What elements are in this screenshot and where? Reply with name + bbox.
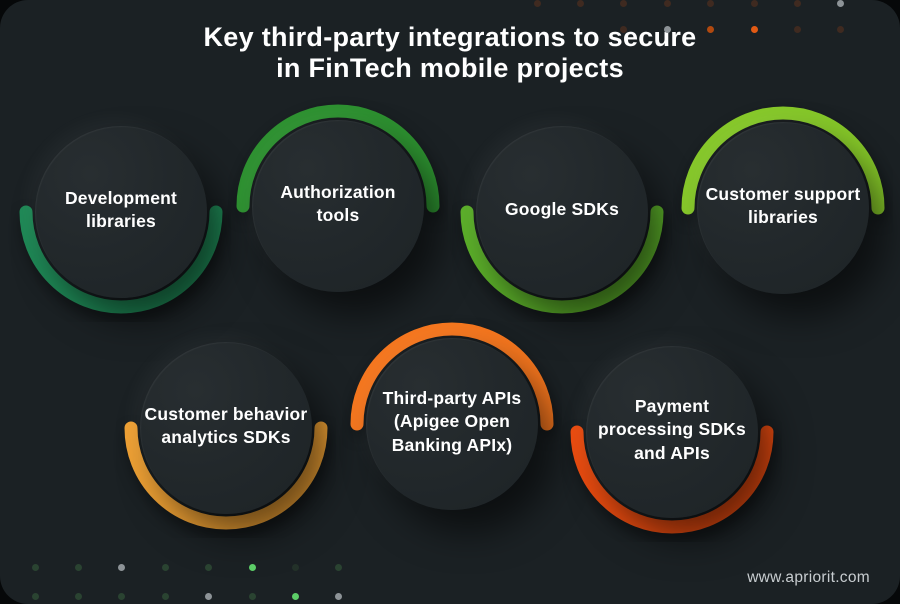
bubble-label-line: (Apigee Open [393, 411, 511, 432]
bubble-label-line: Authorization [280, 181, 396, 202]
bubble-label-line: analytics SDKs [161, 427, 291, 447]
bubble-label-line: libraries [86, 211, 156, 231]
bubble-label-line: Payment [634, 395, 710, 416]
integration-bubble-customer-behavior-analytics-sdks: Customer behavior analytics SDKs [116, 318, 336, 538]
decor-dot [750, 26, 758, 33]
decor-dot [118, 592, 126, 600]
decor-dot [205, 563, 213, 571]
bubble-circle [476, 126, 648, 298]
bubble-circle [366, 338, 538, 510]
bubble-label-line: Customer behavior [144, 403, 308, 424]
decor-dot [663, 0, 671, 7]
decor-dot [31, 563, 39, 571]
bubble-label-line: Development [64, 187, 178, 208]
decor-dot [31, 592, 39, 600]
decor-dot [707, 0, 715, 7]
integration-bubble-authorization-tools: Authorization tools [228, 96, 448, 316]
arc-ring-icon [19, 205, 223, 314]
bubble-label-line: processing SDKs [598, 419, 746, 440]
bubble-label-line: Banking APIx) [391, 434, 513, 455]
bubble-label-line: tools [316, 205, 360, 225]
decor-dot [837, 0, 845, 7]
arc-ring-icon [681, 106, 885, 215]
bubble-circle [697, 122, 869, 294]
page-title-line2: in FinTech mobile projects [276, 53, 624, 83]
bubble-circle [35, 126, 207, 298]
decor-dot [248, 592, 256, 600]
decor-dot [793, 0, 801, 7]
decor-dot [161, 563, 169, 571]
decor-dot [620, 0, 628, 7]
decor-dot [335, 592, 343, 600]
decor-dot [620, 26, 628, 33]
decor-dot [291, 592, 299, 600]
decor-dot [74, 592, 82, 600]
integration-bubble-customer-support-libraries: Customer support libraries [673, 98, 893, 318]
decor-dot [663, 26, 671, 33]
decor-dot [74, 563, 82, 571]
integration-bubble-google-sdks: Google SDKs [452, 102, 672, 322]
arc-ring-icon [350, 322, 554, 431]
bubble-label-line: and APIs [634, 442, 710, 463]
decor-dot [750, 0, 758, 7]
bubble-label-line: Google SDKs [504, 199, 620, 220]
decor-dot [707, 26, 715, 33]
bubble-circle [140, 342, 312, 514]
bubble-label-line: Third-party APIs [382, 387, 522, 408]
bubble-label: Google SDKs [478, 102, 646, 318]
decor-dot [335, 563, 343, 571]
decor-dot [118, 563, 126, 571]
arc-ring-icon [124, 421, 328, 530]
bubble-label-line: Customer support [705, 183, 861, 204]
integration-bubble-development-libraries: Development libraries [11, 102, 231, 322]
website-text: www.apriorit.com [747, 569, 870, 586]
page-title-line1: Key third-party integrations to secure [203, 22, 697, 52]
decor-dot [248, 563, 256, 571]
arc-ring-icon [460, 205, 664, 314]
bubble-circle [586, 346, 758, 518]
decor-dot [576, 0, 584, 7]
decor-dot [291, 563, 299, 571]
bubble-label-line: libraries [748, 207, 818, 227]
arc-ring-icon [236, 104, 440, 213]
decor-dot [793, 26, 801, 33]
decor-dot [161, 592, 169, 600]
arc-ring-icon [570, 425, 774, 534]
bubble-label: Customer behavior analytics SDKs [142, 318, 310, 534]
bubble-label: Customer support libraries [699, 98, 867, 314]
decor-dot [533, 0, 541, 7]
bubble-label: Development libraries [37, 102, 205, 318]
bubble-label: Authorization tools [254, 96, 422, 312]
bubble-circle [252, 120, 424, 292]
decor-dot [205, 592, 213, 600]
decor-dot [837, 26, 845, 33]
